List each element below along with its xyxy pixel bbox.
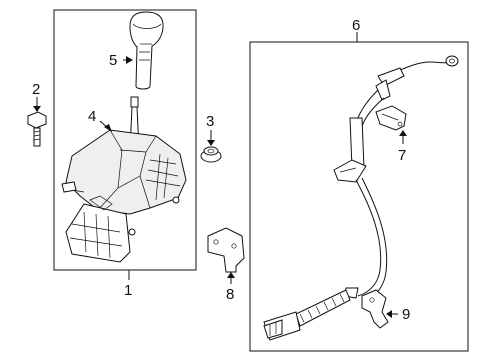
leader-5 xyxy=(123,56,133,64)
leader-7 xyxy=(399,130,407,144)
mounting-bracket xyxy=(207,227,245,273)
leader-9 xyxy=(386,310,398,318)
shift-knob xyxy=(129,11,164,90)
callout-3: 3 xyxy=(206,113,214,130)
callout-1: 1 xyxy=(124,282,132,299)
callout-6: 6 xyxy=(352,17,360,34)
callout-7: 7 xyxy=(398,147,406,164)
cable-assembly-frame xyxy=(249,41,469,352)
callout-2: 2 xyxy=(32,81,40,98)
shift-cable xyxy=(263,55,459,341)
nut xyxy=(200,146,222,163)
callout-8: 8 xyxy=(226,286,234,303)
leader-2 xyxy=(33,97,41,112)
callout-4: 4 xyxy=(88,108,96,125)
shifter-assembly-frame xyxy=(53,9,197,271)
cable-bracket-lower xyxy=(361,289,389,329)
cable-clip-upper xyxy=(375,105,407,131)
leader-4 xyxy=(99,120,112,132)
shifter-housing xyxy=(61,129,187,263)
callout-5: 5 xyxy=(109,52,117,69)
leader-8 xyxy=(227,272,235,284)
bolt xyxy=(27,111,47,147)
callout-9: 9 xyxy=(402,306,410,323)
leader-3 xyxy=(207,130,215,146)
